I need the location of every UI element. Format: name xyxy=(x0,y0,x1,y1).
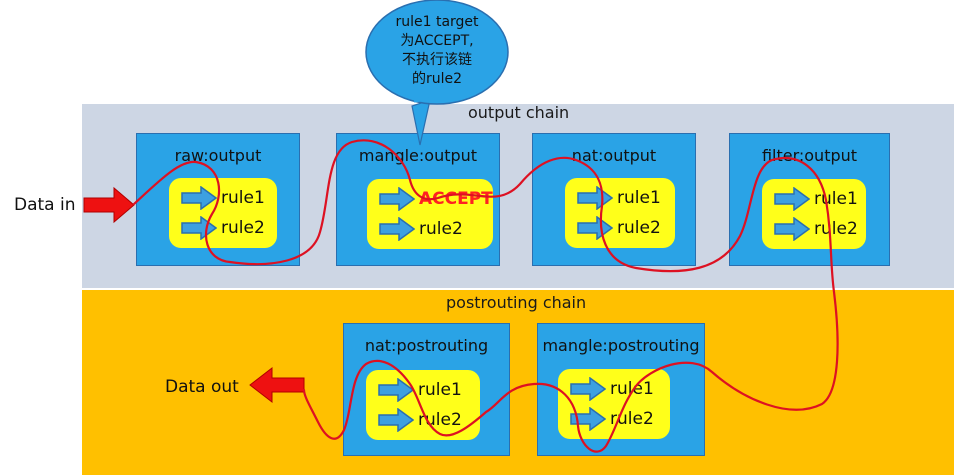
table-mangle-postrouting: mangle:postrouting rule1 rule2 xyxy=(537,323,705,456)
rule-arrow-icon xyxy=(577,186,613,210)
table-title: mangle:postrouting xyxy=(542,336,700,355)
postrouting-chain-label: postrouting chain xyxy=(446,293,587,312)
rule-row: rule1 xyxy=(181,186,265,210)
callout-line: rule1 target xyxy=(395,14,479,30)
rule-row: rule2 xyxy=(774,217,858,241)
rule-row: rule1 xyxy=(570,377,654,401)
rule-row: rule2 xyxy=(181,216,265,240)
rule-row: rule2 xyxy=(378,408,462,432)
rule-label: rule2 xyxy=(617,218,661,238)
rules-box: rule1 rule2 xyxy=(762,179,866,249)
callout-line: 为ACCEPT, xyxy=(400,33,474,49)
rule-row: rule2 xyxy=(577,216,661,240)
table-raw-output: raw:output rule1 rule2 xyxy=(136,133,300,266)
rule-label: rule1 xyxy=(617,188,661,208)
rule-arrow-icon xyxy=(181,186,217,210)
rule-row: ACCEPT xyxy=(379,187,493,211)
rule-arrow-icon xyxy=(774,187,810,211)
rule-arrow-icon xyxy=(378,408,414,432)
rule-arrow-icon xyxy=(774,217,810,241)
table-title: raw:output xyxy=(174,146,262,165)
rule-arrow-icon xyxy=(570,377,606,401)
rule-row: rule1 xyxy=(577,186,661,210)
rule-label: rule2 xyxy=(418,410,462,430)
rule-arrow-icon xyxy=(378,378,414,402)
rule-row: rule2 xyxy=(570,407,654,431)
table-mangle-output: mangle:output ACCEPT rule2 xyxy=(336,133,500,266)
rule-arrow-icon xyxy=(181,216,217,240)
rule-label: rule1 xyxy=(610,379,654,399)
rules-box: rule1 rule2 xyxy=(558,369,670,439)
rules-box: rule1 rule2 xyxy=(366,370,480,440)
data-in-label: Data in xyxy=(14,195,76,215)
rule-arrow-icon xyxy=(379,187,415,211)
table-nat-postrouting: nat:postrouting rule1 rule2 xyxy=(343,323,510,456)
rules-box: rule1 rule2 xyxy=(565,178,675,248)
table-filter-output: filter:output rule1 rule2 xyxy=(729,133,890,266)
data-out-label: Data out xyxy=(165,377,239,397)
accept-label: ACCEPT xyxy=(419,189,493,209)
output-chain-label: output chain xyxy=(468,103,570,122)
rule-label: rule1 xyxy=(221,188,265,208)
table-title: filter:output xyxy=(761,146,858,165)
rule-label: rule2 xyxy=(221,218,265,238)
rule-arrow-icon xyxy=(577,216,613,240)
table-nat-output: nat:output rule1 rule2 xyxy=(532,133,696,266)
callout-line: 不执行该链 xyxy=(402,52,472,68)
rule-row: rule1 xyxy=(774,187,858,211)
rule-row: rule1 xyxy=(378,378,462,402)
callout-line: 的rule2 xyxy=(411,71,463,87)
table-title: nat:postrouting xyxy=(364,336,489,355)
table-title: nat:output xyxy=(571,146,657,165)
rule-label: rule1 xyxy=(418,380,462,400)
callout-text: rule1 target 为ACCEPT, 不执行该链 的rule2 xyxy=(377,13,497,89)
rules-box: ACCEPT rule2 xyxy=(367,179,493,249)
rule-row: rule2 xyxy=(379,217,463,241)
rule-label: rule2 xyxy=(419,219,463,239)
rules-box: rule1 rule2 xyxy=(169,178,277,248)
table-title: mangle:output xyxy=(358,146,478,165)
rule-label: rule1 xyxy=(814,189,858,209)
rule-arrow-icon xyxy=(570,407,606,431)
rule-label: rule2 xyxy=(610,409,654,429)
rule-arrow-icon xyxy=(379,217,415,241)
rule-label: rule2 xyxy=(814,219,858,239)
